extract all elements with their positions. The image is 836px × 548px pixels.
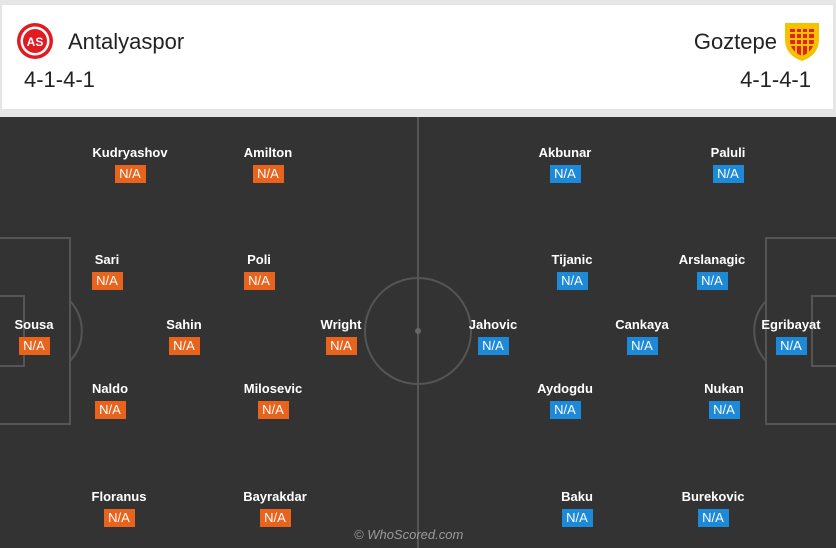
- player-rating: N/A: [91, 272, 123, 290]
- player-home-sahin[interactable]: Sahin N/A: [129, 317, 239, 355]
- player-rating: N/A: [697, 509, 729, 527]
- player-home-amilton[interactable]: Amilton N/A: [213, 145, 323, 183]
- player-name: Naldo: [91, 381, 129, 396]
- player-name: Burekovic: [681, 489, 745, 504]
- player-rating: N/A: [696, 272, 728, 290]
- svg-text:AS: AS: [27, 35, 44, 49]
- pitch-markings: [0, 117, 836, 548]
- player-name: Baku: [561, 489, 593, 504]
- player-name: Bayrakdar: [243, 489, 307, 504]
- player-away-aydogdu[interactable]: Aydogdu N/A: [510, 381, 620, 419]
- player-rating: N/A: [18, 337, 50, 355]
- player-name: Milosevic: [243, 381, 303, 396]
- player-rating: N/A: [257, 401, 289, 419]
- player-rating: N/A: [252, 165, 284, 183]
- player-rating: N/A: [556, 272, 588, 290]
- player-name: Tijanic: [551, 252, 593, 267]
- player-away-burekovic[interactable]: Burekovic N/A: [658, 489, 768, 527]
- player-away-akbunar[interactable]: Akbunar N/A: [510, 145, 620, 183]
- player-rating: N/A: [626, 337, 658, 355]
- player-rating: N/A: [259, 509, 291, 527]
- player-away-egribayat[interactable]: Egribayat N/A: [736, 317, 836, 355]
- player-rating: N/A: [477, 337, 509, 355]
- player-name: Nukan: [704, 381, 744, 396]
- match-header: AS Antalyaspor 4-1-4-1 Goztepe 4-1-4-1: [1, 4, 834, 110]
- player-away-jahovic[interactable]: Jahovic N/A: [438, 317, 548, 355]
- home-formation: 4-1-4-1: [24, 67, 95, 92]
- player-away-arslanagic[interactable]: Arslanagic N/A: [657, 252, 767, 290]
- player-rating: N/A: [103, 509, 135, 527]
- player-rating: N/A: [94, 401, 126, 419]
- player-name: Amilton: [243, 145, 293, 160]
- player-rating: N/A: [561, 509, 593, 527]
- player-name: Kudryashov: [92, 145, 168, 160]
- player-name: Sari: [94, 252, 120, 267]
- player-away-tijanic[interactable]: Tijanic N/A: [517, 252, 627, 290]
- goztepe-badge-icon: [782, 19, 822, 63]
- player-home-milosevic[interactable]: Milosevic N/A: [218, 381, 328, 419]
- player-rating: N/A: [549, 165, 581, 183]
- player-home-naldo[interactable]: Naldo N/A: [55, 381, 165, 419]
- player-rating: N/A: [708, 401, 740, 419]
- player-home-wright[interactable]: Wright N/A: [286, 317, 396, 355]
- player-home-bayrakdar[interactable]: Bayrakdar N/A: [220, 489, 330, 527]
- player-rating: N/A: [549, 401, 581, 419]
- antalyaspor-badge-icon: AS: [16, 22, 54, 60]
- player-name: Sousa: [14, 317, 54, 332]
- player-rating: N/A: [168, 337, 200, 355]
- player-rating: N/A: [775, 337, 807, 355]
- player-home-poli[interactable]: Poli N/A: [204, 252, 314, 290]
- player-home-kudryashov[interactable]: Kudryashov N/A: [75, 145, 185, 183]
- away-formation: 4-1-4-1: [740, 67, 811, 92]
- player-name: Wright: [320, 317, 362, 332]
- home-team-name[interactable]: Antalyaspor: [68, 29, 185, 54]
- player-name: Akbunar: [538, 145, 592, 160]
- player-name: Egribayat: [761, 317, 821, 332]
- player-rating: N/A: [712, 165, 744, 183]
- player-name: Arslanagic: [678, 252, 746, 267]
- player-home-sari[interactable]: Sari N/A: [52, 252, 162, 290]
- whoscored-watermark: © WhoScored.com: [354, 527, 464, 542]
- player-rating: N/A: [325, 337, 357, 355]
- player-name: Cankaya: [615, 317, 669, 332]
- player-name: Paluli: [710, 145, 746, 160]
- player-name: Jahovic: [468, 317, 518, 332]
- player-home-sousa[interactable]: Sousa N/A: [0, 317, 89, 355]
- player-away-baku[interactable]: Baku N/A: [522, 489, 632, 527]
- player-name: Poli: [247, 252, 271, 267]
- pitch: Sousa N/A Kudryashov N/A Sari N/A Naldo …: [0, 117, 836, 548]
- player-rating: N/A: [243, 272, 275, 290]
- player-away-cankaya[interactable]: Cankaya N/A: [587, 317, 697, 355]
- player-name: Floranus: [91, 489, 147, 504]
- player-away-nukan[interactable]: Nukan N/A: [669, 381, 779, 419]
- player-home-floranus[interactable]: Floranus N/A: [64, 489, 174, 527]
- player-away-paluli[interactable]: Paluli N/A: [673, 145, 783, 183]
- player-rating: N/A: [114, 165, 146, 183]
- player-name: Aydogdu: [537, 381, 593, 396]
- away-team-name[interactable]: Goztepe: [693, 29, 777, 54]
- player-name: Sahin: [166, 317, 202, 332]
